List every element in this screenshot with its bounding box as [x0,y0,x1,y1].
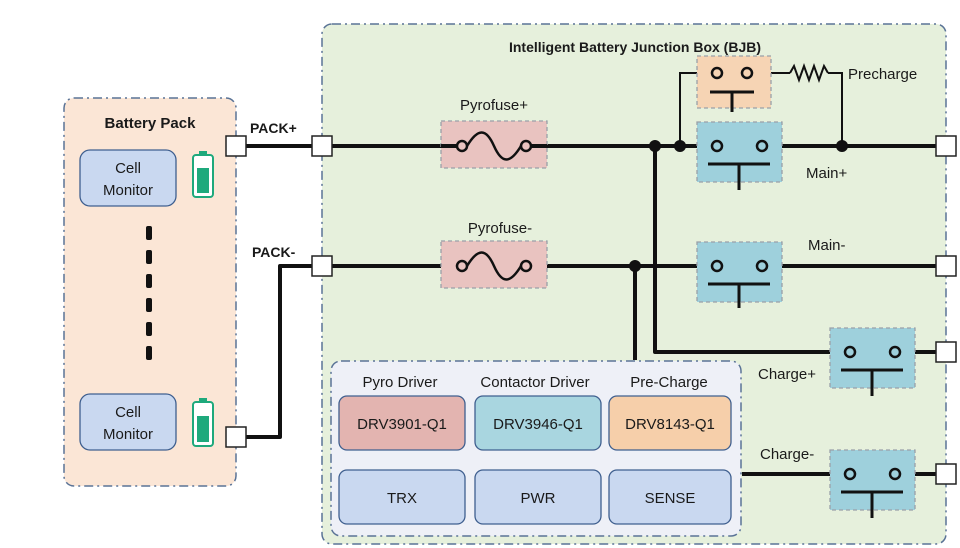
junction-dots [629,140,848,272]
power-wiring [246,144,936,476]
cell-monitor-top-line2: Monitor [103,182,153,199]
battery-icon-top [192,151,214,198]
chip-drv3946: DRV3946-Q1 [474,395,602,451]
block-sense: SENSE [608,469,732,525]
cell-monitor-top-line1: Cell [115,160,141,177]
cell-monitor-bottom-line2: Monitor [103,426,153,443]
charge-minus-label: Charge- [760,446,814,463]
battery-pack-title: Battery Pack [105,115,197,132]
chip-drv8143-label: DRV8143-Q1 [625,416,715,433]
pack-plus-label: PACK+ [250,120,297,136]
ellipsis-dots [146,226,152,360]
precharge-label: Precharge [848,66,917,83]
bjb-title: Intelligent Battery Junction Box (BJB) [509,39,761,55]
chip-drv3946-label: DRV3946-Q1 [493,416,583,433]
terminals [225,135,957,485]
main-plus-contactor [696,121,783,190]
contactor-driver-header: Contactor Driver [480,374,589,391]
pack-minus-label: PACK- [252,244,296,260]
block-sense-label: SENSE [645,490,696,507]
chip-drv3901: DRV3901-Q1 [338,395,466,451]
charge-plus-label: Charge+ [758,366,816,383]
chip-drv8143: DRV8143-Q1 [608,395,732,451]
charge-plus-contactor [829,327,916,396]
cell-monitor-top: Cell Monitor [79,149,177,207]
block-pwr: PWR [474,469,602,525]
main-plus-label: Main+ [806,165,848,182]
chip-drv3901-label: DRV3901-Q1 [357,416,447,433]
charge-minus-contactor [829,449,916,518]
battery-icon-bottom [192,398,214,447]
cell-monitor-bottom: Cell Monitor [79,393,177,451]
pyrofuse-minus [440,240,548,289]
main-minus-contactor [696,241,783,308]
pyro-driver-header: Pyro Driver [362,374,437,391]
main-minus-label: Main- [808,237,846,254]
block-pwr-label: PWR [521,490,556,507]
cell-monitor-bottom-line1: Cell [115,404,141,421]
block-trx-label: TRX [387,490,417,507]
pyrofuse-minus-label: Pyrofuse- [468,220,532,237]
block-trx: TRX [338,469,466,525]
pre-charge-header: Pre-Charge [630,374,708,391]
pyrofuse-plus-label: Pyrofuse+ [460,97,528,114]
pyrofuse-plus [440,120,548,169]
precharge-contactor [696,55,772,112]
